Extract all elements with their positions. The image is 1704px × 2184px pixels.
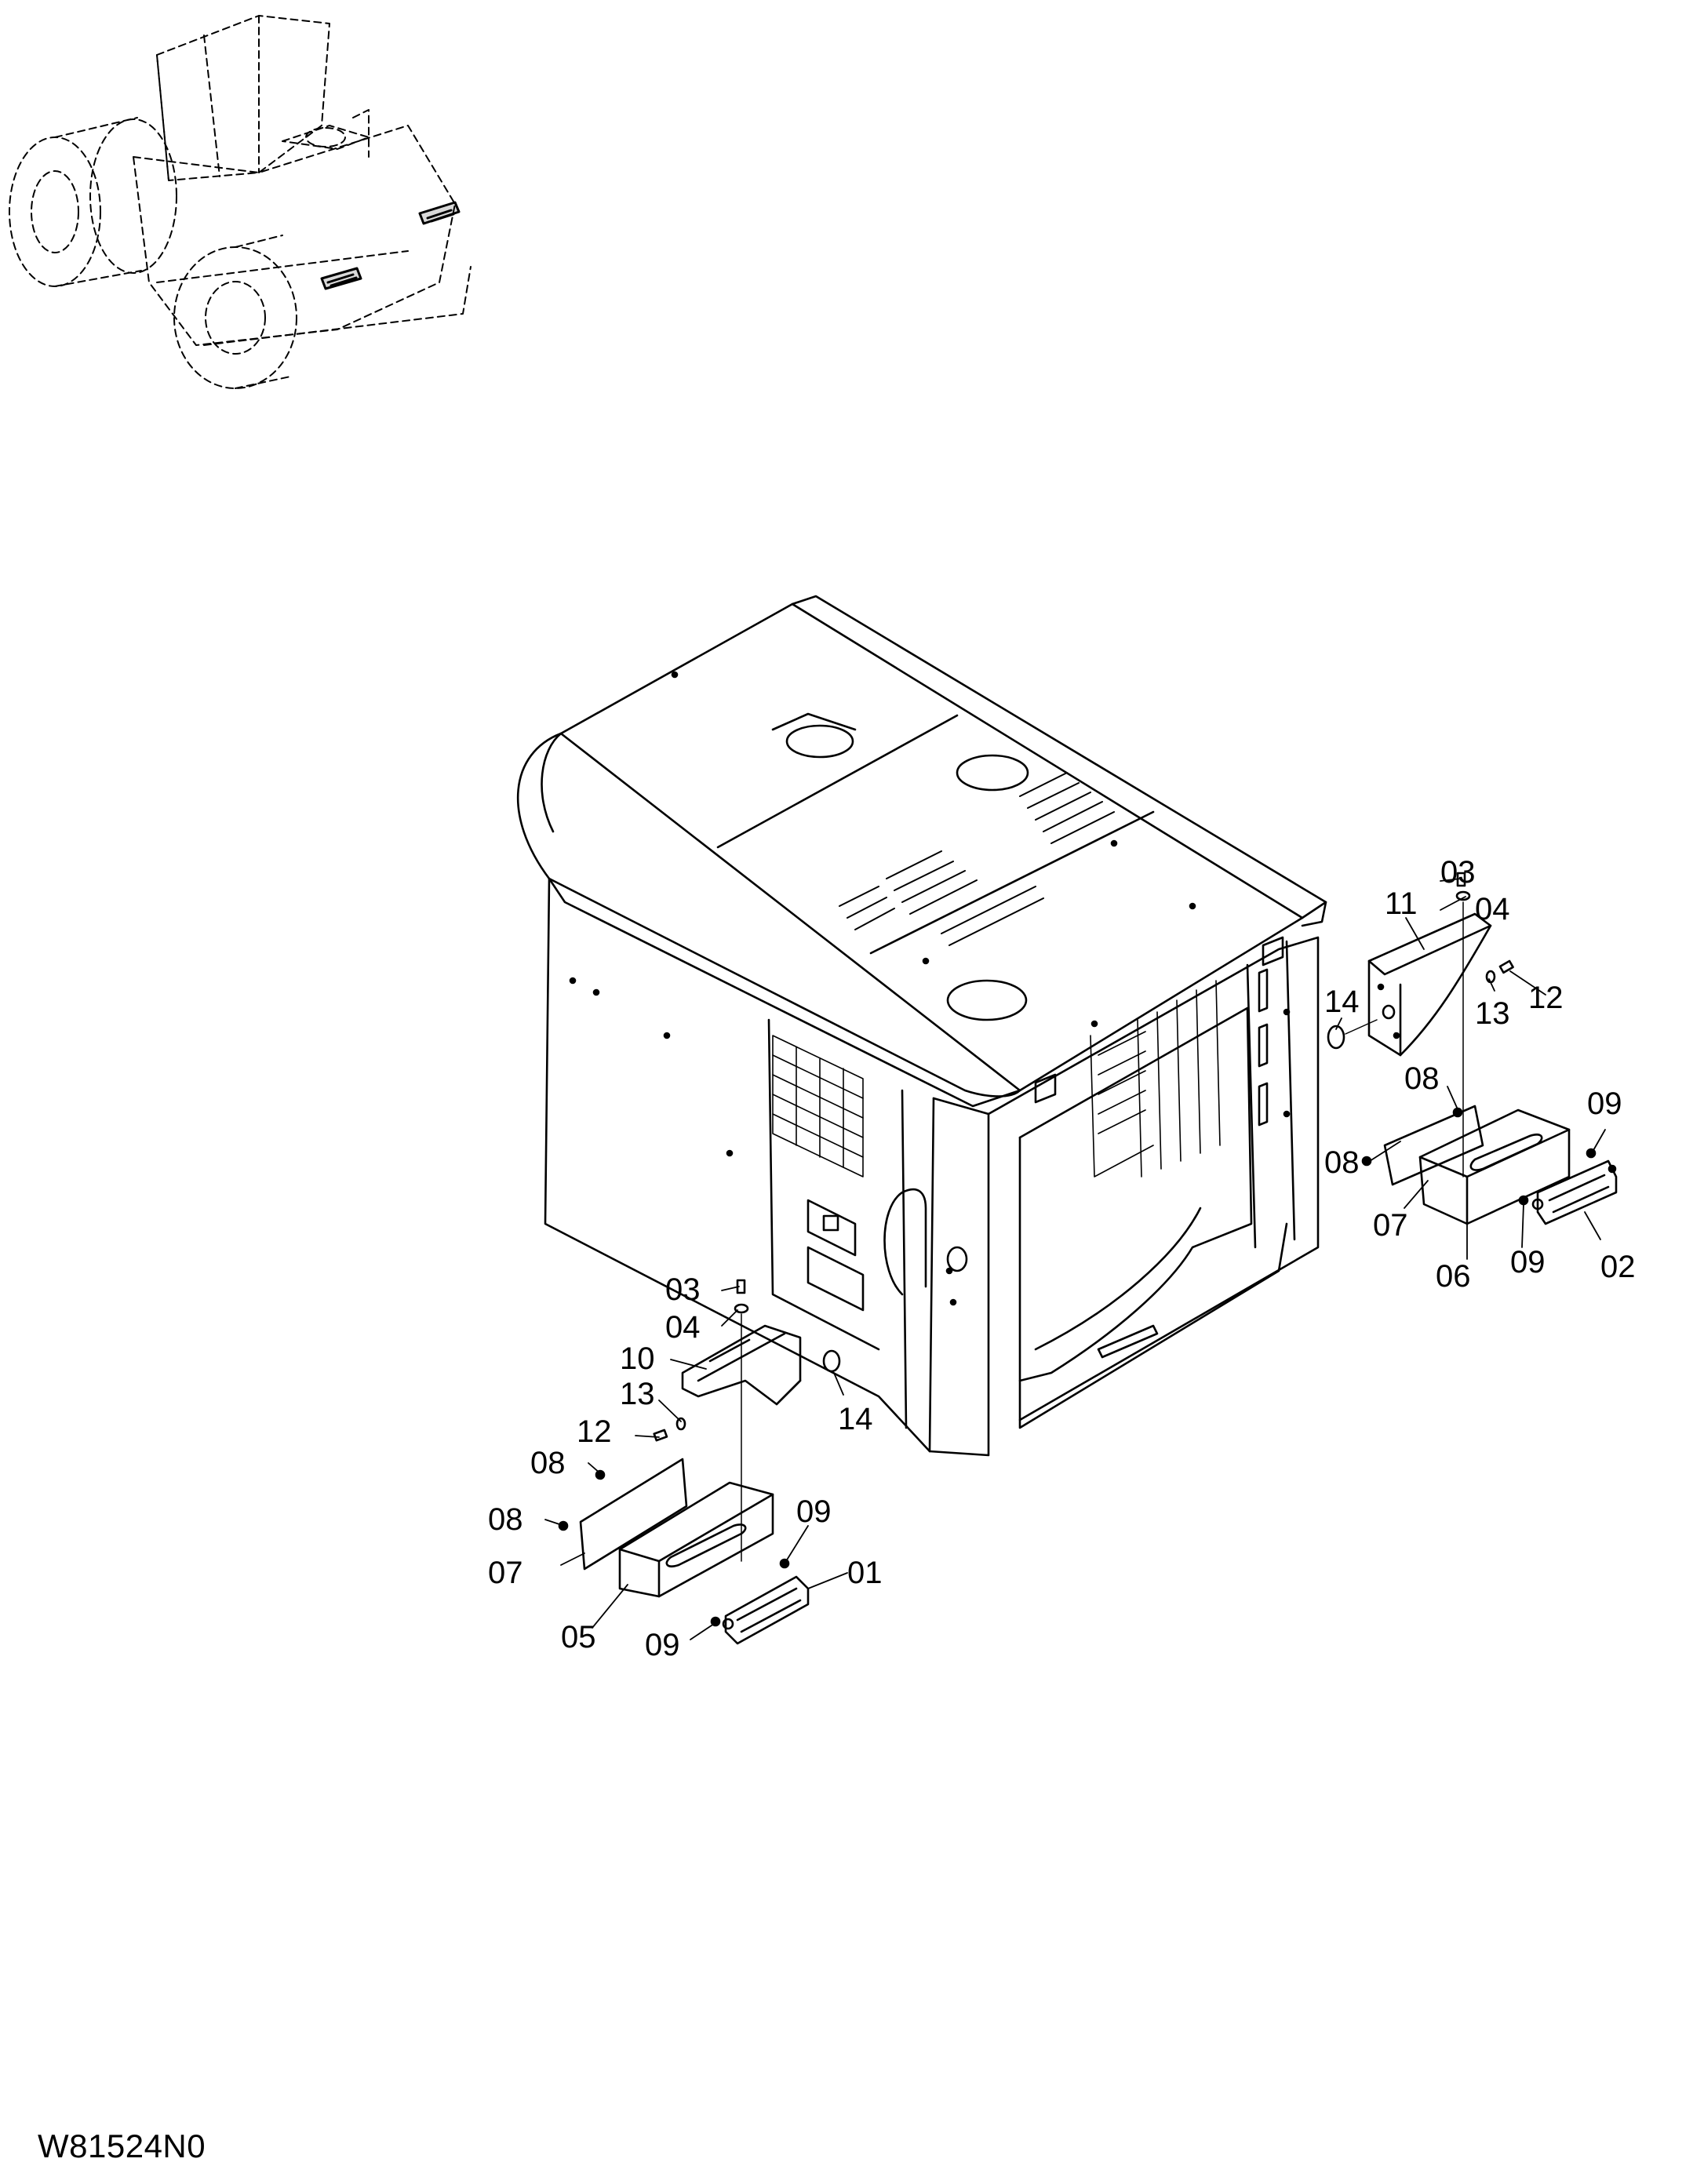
callout-03-right: 03	[1440, 855, 1476, 890]
callout-09-right-upper: 09	[1587, 1087, 1622, 1121]
overview-lamp-highlight-icon	[320, 201, 461, 290]
callout-03-left: 03	[665, 1272, 701, 1307]
callout-08-right-upper: 08	[1404, 1061, 1440, 1096]
callout-06: 06	[1436, 1259, 1471, 1294]
callout-08-left-upper: 08	[530, 1446, 566, 1480]
leader-lines	[544, 878, 1606, 1640]
lamp-housing-right-icon	[1383, 1105, 1571, 1225]
callout-08-left-lower: 08	[488, 1502, 523, 1537]
callout-12-left: 12	[577, 1414, 612, 1449]
rear-combination-lamp-right-icon	[1531, 1159, 1618, 1225]
callout-09-left-lower: 09	[645, 1628, 680, 1662]
callout-11: 11	[1385, 886, 1418, 921]
rear-combination-lamp-left-icon	[722, 1575, 810, 1645]
drawing-code: W81524N0	[38, 2128, 206, 2164]
lamp-bracket-right-icon	[1367, 912, 1492, 1057]
machine-overview-sketch-icon	[9, 15, 472, 389]
callout-13-right: 13	[1475, 996, 1510, 1031]
callout-07-right: 07	[1373, 1208, 1408, 1243]
callout-14-left: 14	[838, 1402, 873, 1436]
engine-hood-assembly-icon	[516, 595, 1327, 1457]
screw-right-icon	[1361, 1107, 1597, 1206]
grommet-right-icon	[1327, 1019, 1378, 1050]
callout-02: 02	[1600, 1250, 1636, 1284]
callout-10: 10	[620, 1341, 655, 1376]
callout-09-left-upper: 09	[796, 1494, 832, 1529]
callout-09-right-lower: 09	[1510, 1245, 1546, 1279]
callout-01: 01	[847, 1556, 883, 1590]
lamp-housing-left-icon	[579, 1458, 774, 1598]
callout-04-right: 04	[1475, 892, 1510, 926]
grommet-left-icon	[822, 1349, 841, 1373]
callout-08-right-lower: 08	[1324, 1145, 1360, 1180]
callout-05: 05	[561, 1620, 596, 1654]
callout-labels: 03 04 11 14 13 12 08 09 08 07 06 09 02 0…	[488, 855, 1636, 1662]
callout-14-right: 14	[1324, 985, 1360, 1019]
callout-12-right: 12	[1528, 981, 1564, 1015]
callout-07-left: 07	[488, 1556, 523, 1590]
callout-13-left: 13	[620, 1377, 655, 1411]
callout-04-left: 04	[665, 1310, 701, 1345]
screw-left-icon	[558, 1469, 790, 1627]
